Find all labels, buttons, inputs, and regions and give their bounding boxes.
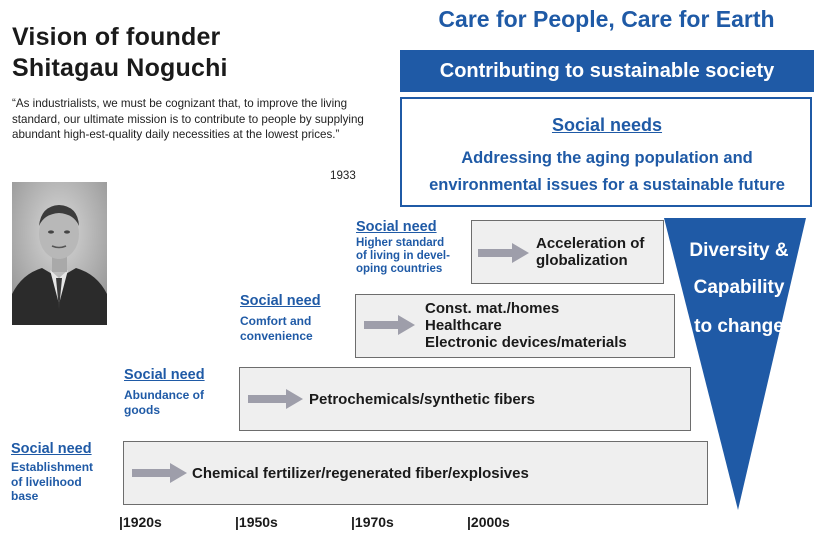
arrow-1950s (248, 389, 303, 409)
desc-line: goods (124, 402, 160, 417)
desc-line: oping countries (356, 263, 443, 275)
founder-portrait (12, 182, 107, 325)
step-box-1920s (123, 441, 708, 505)
social-need-label: Social need (11, 441, 92, 457)
product-line: Const. mat./homes (425, 300, 560, 317)
sustainability-text: Contributing to sustainable society (439, 59, 775, 82)
arrow-2000s (478, 243, 529, 263)
product-line: Electronic devices/materials (425, 334, 627, 351)
desc-line: Comfort and (240, 314, 312, 328)
social-need-desc: Higher standard of living in devel- opin… (356, 237, 450, 276)
social-need-2000s: Social need Higher standard of living in… (356, 219, 450, 276)
product-line: Petrochemicals/synthetic fibers (309, 391, 535, 408)
desc-line: Establishment (11, 460, 94, 474)
product-line: Healthcare (425, 317, 502, 334)
arrow-1970s (364, 315, 415, 335)
social-need-1920s: Social need Establishment of livelihood … (11, 441, 93, 504)
social-need-label: Social need (356, 219, 437, 235)
social-need-label: Social need (240, 293, 321, 309)
main-heading: Care for People, Care for Earth (438, 6, 775, 32)
era-label-1950s: |1950s (235, 514, 278, 530)
social-needs-line: environmental issues for a sustainable f… (429, 176, 785, 194)
step-products-1970s: Const. mat./homes Healthcare Electronic … (425, 300, 627, 351)
social-needs-line: Addressing the aging population and (461, 149, 753, 167)
era-label-1970s: |1970s (351, 514, 394, 530)
desc-line: Abundance of (124, 388, 204, 402)
social-need-1970s: Social need Comfort and convenience (240, 293, 321, 343)
desc-line: of livelihood (11, 474, 82, 489)
founder-quote: “As industrialists, we must be cognizant… (12, 97, 364, 141)
social-needs-text: Addressing the aging population and envi… (400, 145, 814, 199)
social-need-label: Social need (124, 367, 205, 383)
desc-line: of living in devel- (356, 250, 450, 262)
step-products-2000s: Acceleration of globalization (536, 235, 644, 269)
quote-year: 1933 (330, 169, 356, 182)
social-need-desc: Establishment of livelihood base (11, 460, 93, 504)
social-needs-box (400, 97, 812, 207)
sustainability-banner: Contributing to sustainable society (400, 50, 814, 92)
founder-title: Vision of founder Shitagau Noguchi (12, 23, 228, 82)
desc-line: base (11, 489, 39, 503)
step-products-1950s: Petrochemicals/synthetic fibers (309, 391, 535, 408)
social-need-1950s: Social need Abundance of goods (124, 367, 205, 417)
step-box-1950s (239, 367, 691, 431)
era-label-2000s: |2000s (467, 514, 510, 530)
social-need-desc: Comfort and convenience (240, 314, 321, 343)
step-products-1920s: Chemical fertilizer/regenerated fiber/ex… (192, 465, 529, 482)
product-line: Acceleration of (536, 235, 645, 252)
era-label-1920s: |1920s (119, 514, 162, 530)
diversity-line: Capability (693, 277, 785, 298)
diversity-line: Diversity & (689, 240, 789, 261)
product-line: Chemical fertilizer/regenerated fiber/ex… (192, 465, 529, 482)
product-line: globalization (536, 252, 628, 269)
diversity-line: to change (694, 316, 784, 337)
social-need-desc: Abundance of goods (124, 388, 205, 417)
desc-line: convenience (240, 328, 313, 343)
social-needs-title: Social needs (551, 115, 663, 135)
arrow-1920s (132, 463, 187, 483)
desc-line: Higher standard (356, 237, 445, 249)
